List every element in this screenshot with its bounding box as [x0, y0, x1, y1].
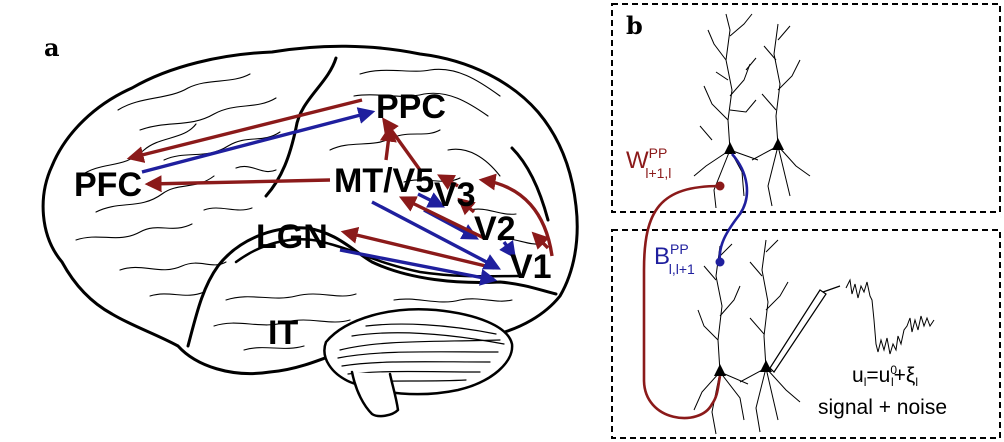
arrow-v1-to-mt [398, 196, 485, 240]
brain-outline [41, 44, 579, 376]
arrow-mt-to-v1 [371, 200, 502, 270]
panel-a-label: a [44, 33, 60, 62]
arrow-ppc-to-pfc [126, 98, 363, 163]
lower-layer-box [611, 229, 1001, 439]
arrow-v3-to-mt [437, 174, 459, 191]
arrow-mt-to-pfc [144, 175, 331, 193]
arrow-v1-to-ppc [382, 117, 422, 171]
arrow-lgn-to-v1 [339, 248, 498, 286]
label-ppc: PPC [376, 88, 446, 126]
arrow-mt-to-v3 [417, 192, 446, 208]
upper-neurons [693, 13, 811, 209]
temporal-lobe [186, 226, 558, 348]
occipital-sulcus [510, 146, 550, 222]
arrow-v2-to-v1 [499, 239, 516, 259]
label-v1: V1 [510, 248, 552, 286]
label-mt: MT/V5 [334, 162, 434, 200]
brain-illustration [41, 44, 579, 418]
label-v3: V3 [434, 176, 476, 214]
label-v2: V2 [474, 210, 516, 248]
feedforward-synapse [715, 257, 725, 267]
feedforward-connection [718, 153, 749, 263]
arrow-v1-to-lgn [340, 226, 495, 270]
pathway-arrows [126, 98, 554, 286]
lower-soma-right [760, 360, 772, 372]
brainstem [350, 370, 400, 418]
feedback-synapse [715, 181, 725, 191]
lower-neurons [693, 239, 801, 435]
arrow-v2-to-v3 [457, 197, 476, 216]
arrow-pfc-to-ppc [141, 107, 376, 174]
arrow-v1-to-v2-short [531, 231, 550, 250]
region-labels: PPC PFC MT/V5 V3 V2 V1 LGN IT [74, 88, 552, 352]
gyri-lines [75, 68, 545, 351]
arrow-v1-to-v3-curve [478, 173, 554, 257]
panel-b-label: b [626, 11, 643, 40]
upper-soma-right [772, 138, 784, 150]
central-sulcus [264, 56, 338, 198]
noisy-signal-trace [845, 278, 935, 355]
label-it: IT [268, 314, 298, 352]
feedback-connection [642, 184, 722, 420]
lower-soma-left [714, 364, 726, 376]
upper-layer-box [611, 3, 1001, 213]
recording-electrode [769, 285, 841, 373]
label-pfc: PFC [74, 166, 142, 204]
label-lgn: LGN [256, 218, 328, 256]
signal-noise-caption: signal + noise [818, 396, 947, 419]
upper-soma-left [724, 142, 736, 154]
